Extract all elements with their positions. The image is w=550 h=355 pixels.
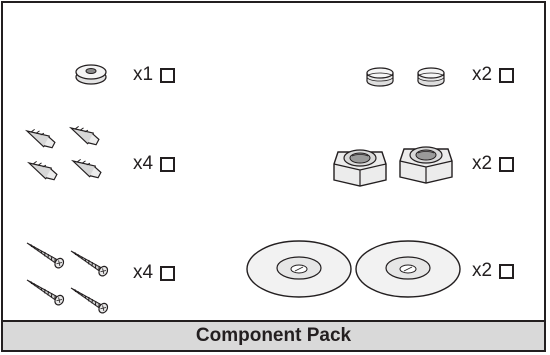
quantity-label: x4 [133, 153, 154, 174]
component-pack-sheet: x1 x4 x4 x2 x2 x2 Component Pack [1, 1, 546, 352]
wood-screws-quantity: x4 [133, 262, 176, 284]
checkbox-icon[interactable] [160, 265, 176, 281]
component-pack-footer: Component Pack [3, 320, 544, 350]
cap-washer-part [75, 64, 107, 85]
checkbox-icon[interactable] [160, 67, 176, 83]
hex-nuts-quantity: x2 [472, 153, 515, 175]
quantity-label: x2 [472, 153, 493, 174]
hex-nuts-part [333, 146, 453, 187]
large-washers-quantity: x2 [472, 260, 515, 282]
cap-washer-quantity: x1 [133, 64, 176, 86]
quantity-label: x1 [133, 64, 154, 85]
quantity-label: x2 [472, 64, 493, 85]
end-caps-quantity: x2 [472, 64, 515, 86]
wood-screws-part [23, 238, 110, 316]
checkbox-icon[interactable] [499, 67, 515, 83]
quantity-label: x4 [133, 262, 154, 283]
dowel-plugs-part [23, 122, 103, 183]
checkbox-icon[interactable] [160, 156, 176, 172]
end-caps-part [366, 67, 445, 87]
checkbox-icon[interactable] [499, 263, 515, 279]
quantity-label: x2 [472, 260, 493, 281]
parts-illustration [23, 64, 461, 316]
footer-title: Component Pack [195, 325, 352, 346]
dowel-plugs-quantity: x4 [133, 153, 176, 175]
large-washers-part [246, 240, 461, 298]
checkbox-icon[interactable] [499, 156, 515, 172]
